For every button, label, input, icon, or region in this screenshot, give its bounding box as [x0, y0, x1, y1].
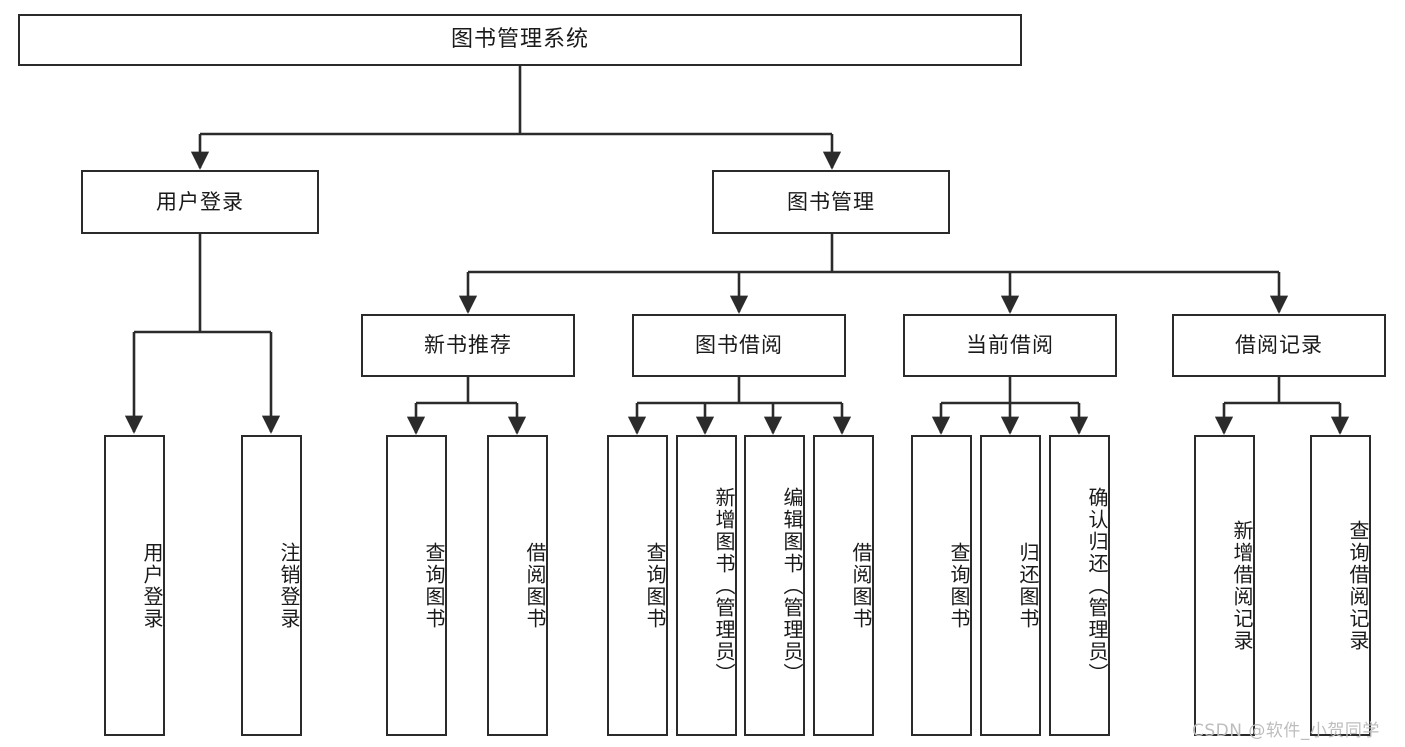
node-leaf-add-record[interactable]: 新增借阅记录	[1194, 435, 1255, 736]
node-label: 用户登录	[140, 541, 164, 630]
node-leaf-query-book-recommend[interactable]: 查询图书	[386, 435, 447, 736]
node-leaf-borrow-book-recommend[interactable]: 借阅图书	[487, 435, 548, 736]
node-borrow-record[interactable]: 借阅记录	[1172, 314, 1386, 377]
node-label: 编辑图书（管理员）	[780, 486, 804, 685]
node-label: 借阅图书	[523, 541, 547, 630]
node-label: 当前借阅	[966, 333, 1054, 358]
node-current-borrow[interactable]: 当前借阅	[903, 314, 1117, 377]
node-leaf-edit-book[interactable]: 编辑图书（管理员）	[744, 435, 805, 736]
node-new-book-recommend[interactable]: 新书推荐	[361, 314, 575, 377]
node-label: 借阅图书	[849, 541, 873, 630]
node-user-login[interactable]: 用户登录	[81, 170, 319, 234]
node-label: 新增图书（管理员）	[712, 486, 736, 685]
node-label: 图书管理	[787, 189, 875, 214]
node-leaf-user-logout[interactable]: 注销登录	[241, 435, 302, 736]
node-label: 图书借阅	[695, 333, 783, 358]
node-leaf-add-book[interactable]: 新增图书（管理员）	[676, 435, 737, 736]
node-label: 确认归还（管理员）	[1085, 486, 1109, 685]
node-label: 查询借阅记录	[1346, 519, 1370, 652]
node-label: 查询图书	[947, 541, 971, 630]
node-label: 用户登录	[156, 189, 244, 214]
node-leaf-confirm-return[interactable]: 确认归还（管理员）	[1049, 435, 1110, 736]
node-book-management[interactable]: 图书管理	[712, 170, 950, 234]
node-label: 新书推荐	[424, 333, 512, 358]
node-label: 归还图书	[1016, 541, 1040, 630]
csdn-watermark: CSDN @软件_小贺同学	[1192, 721, 1380, 741]
node-leaf-query-book-current[interactable]: 查询图书	[911, 435, 972, 736]
node-label: 新增借阅记录	[1230, 519, 1254, 652]
node-leaf-borrow-book[interactable]: 借阅图书	[813, 435, 874, 736]
node-root-system[interactable]: 图书管理系统	[18, 14, 1022, 66]
node-leaf-return-book[interactable]: 归还图书	[980, 435, 1041, 736]
node-label: 注销登录	[277, 541, 301, 630]
node-book-borrow[interactable]: 图书借阅	[632, 314, 846, 377]
node-leaf-query-book-borrow[interactable]: 查询图书	[607, 435, 668, 736]
node-leaf-query-record[interactable]: 查询借阅记录	[1310, 435, 1371, 736]
node-label: 借阅记录	[1235, 333, 1323, 358]
node-label: 图书管理系统	[450, 27, 589, 53]
node-label: 查询图书	[422, 541, 446, 630]
node-leaf-user-login[interactable]: 用户登录	[104, 435, 165, 736]
node-label: 查询图书	[643, 541, 667, 630]
